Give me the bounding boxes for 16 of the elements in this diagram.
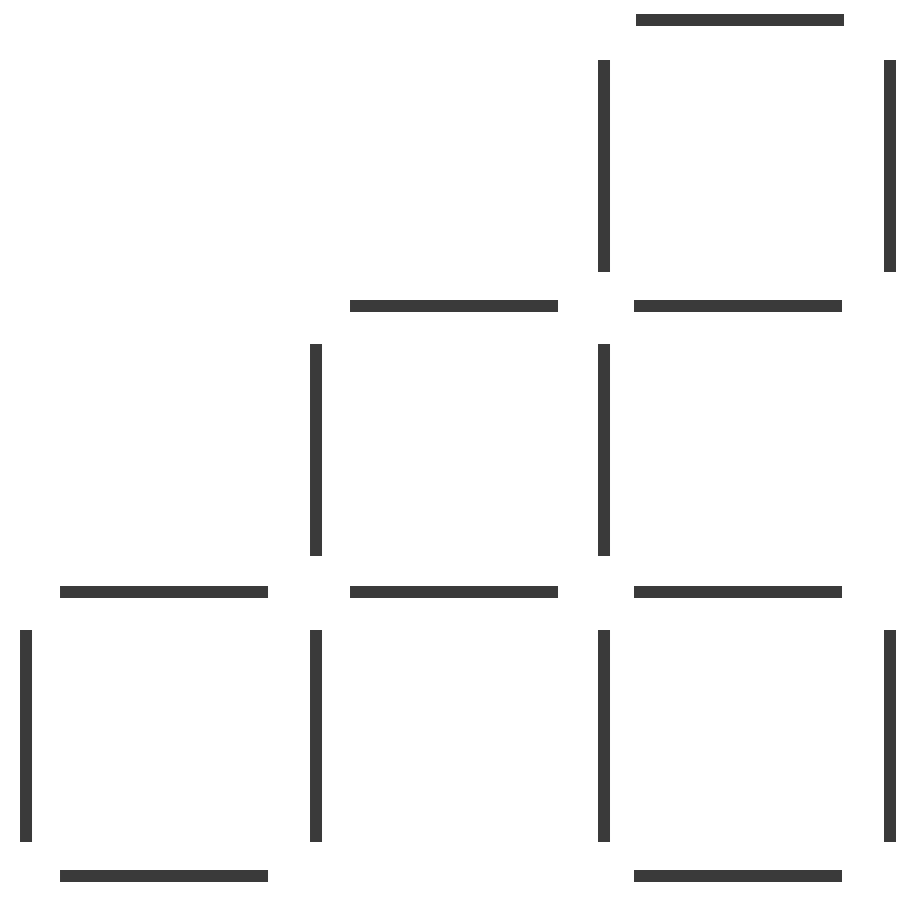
matchstick	[634, 300, 842, 312]
matchstick	[350, 300, 558, 312]
matchstick	[598, 630, 610, 842]
matchstick	[884, 630, 896, 842]
matchstick	[350, 586, 558, 598]
matchstick	[884, 60, 896, 272]
matchstick	[60, 586, 268, 598]
matchstick	[598, 60, 610, 272]
matchstick	[310, 344, 322, 556]
matchstick	[60, 870, 268, 882]
matchstick	[310, 630, 322, 842]
matchstick	[634, 586, 842, 598]
matchstick	[636, 14, 844, 26]
matchstick	[634, 870, 842, 882]
matchstick	[20, 630, 32, 842]
matchstick	[598, 344, 610, 556]
